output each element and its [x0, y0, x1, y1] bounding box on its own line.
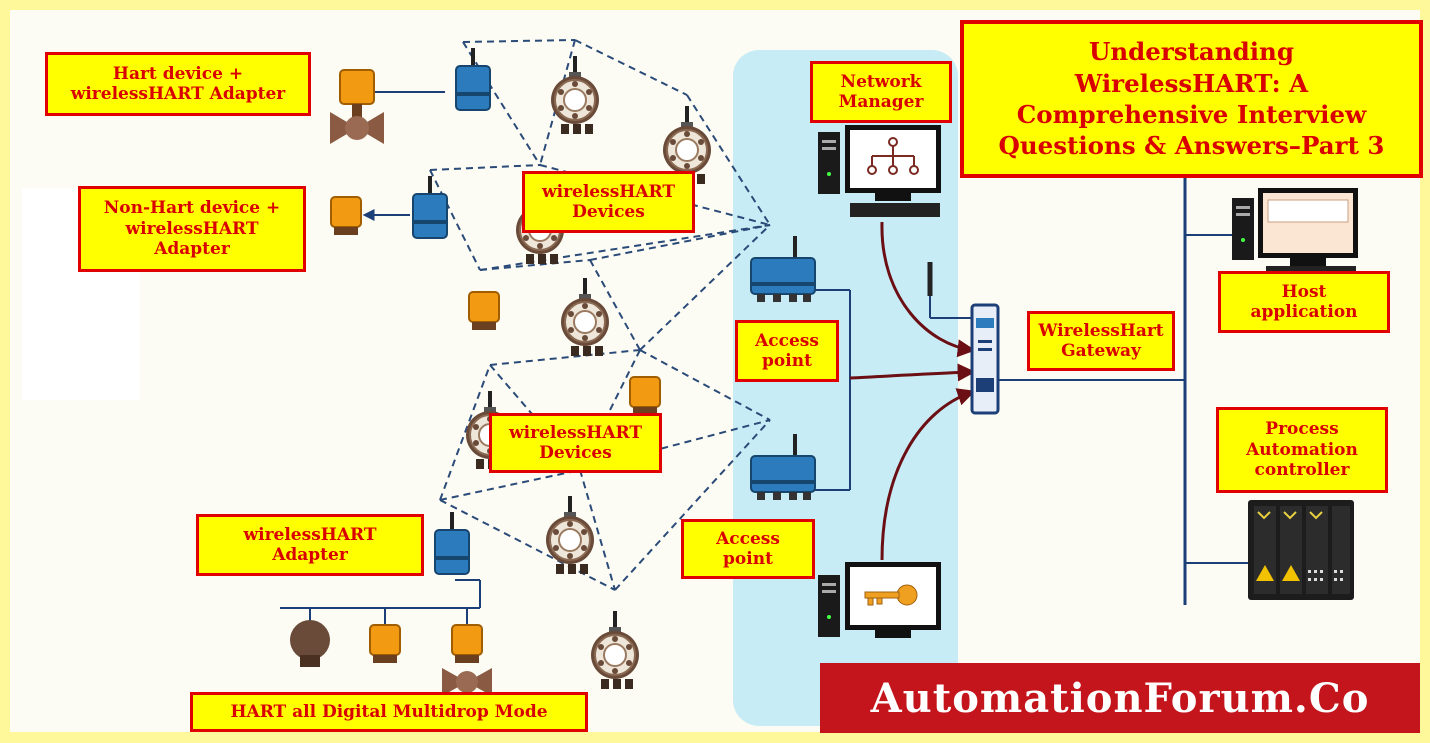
label-multidrop-mode: HART all Digital Multidrop Mode	[190, 692, 588, 732]
brand-banner: AutomationForum.Co	[820, 663, 1420, 733]
label-non-hart-device-adapter: Non-Hart device + wirelessHART Adapter	[78, 186, 306, 272]
network-manager-computer	[818, 125, 941, 217]
label-access-point-bottom: Access point	[681, 519, 815, 579]
label-network-manager: Network Manager	[810, 61, 952, 123]
wiring	[280, 91, 1250, 625]
multidrop-sensor	[290, 620, 330, 667]
label-host-application: Host application	[1218, 271, 1390, 333]
process-controller-device	[1248, 500, 1354, 600]
label-process-controller: Process Automation controller	[1216, 407, 1388, 493]
host-computer	[1232, 188, 1358, 272]
label-wireless-adapter: wirelessHART Adapter	[196, 514, 424, 576]
gateway-arrows	[849, 221, 976, 561]
gateway-device	[927, 262, 1000, 415]
warning-triangle-icon	[1256, 565, 1274, 581]
key-icon	[864, 584, 918, 606]
page-title-text: Understanding WirelessHART: A Comprehens…	[998, 37, 1385, 161]
label-wireless-devices-top: wirelessHART Devices	[522, 171, 695, 233]
control-valve	[330, 69, 384, 144]
label-access-point-top: Access point	[735, 320, 839, 382]
label-wireless-devices-bottom: wirelessHART Devices	[489, 413, 662, 473]
page-title: Understanding WirelessHART: A Comprehens…	[960, 20, 1423, 178]
warning-triangle-icon	[1282, 565, 1300, 581]
multidrop-valve	[442, 668, 492, 696]
network-hierarchy-icon	[867, 137, 919, 175]
security-manager-computer	[818, 562, 941, 638]
brand-text: AutomationForum.Co	[870, 674, 1370, 722]
label-hart-device-adapter: Hart device + wirelessHART Adapter	[45, 52, 311, 116]
label-gateway: WirelessHart Gateway	[1027, 311, 1175, 371]
field-devices	[330, 46, 713, 691]
